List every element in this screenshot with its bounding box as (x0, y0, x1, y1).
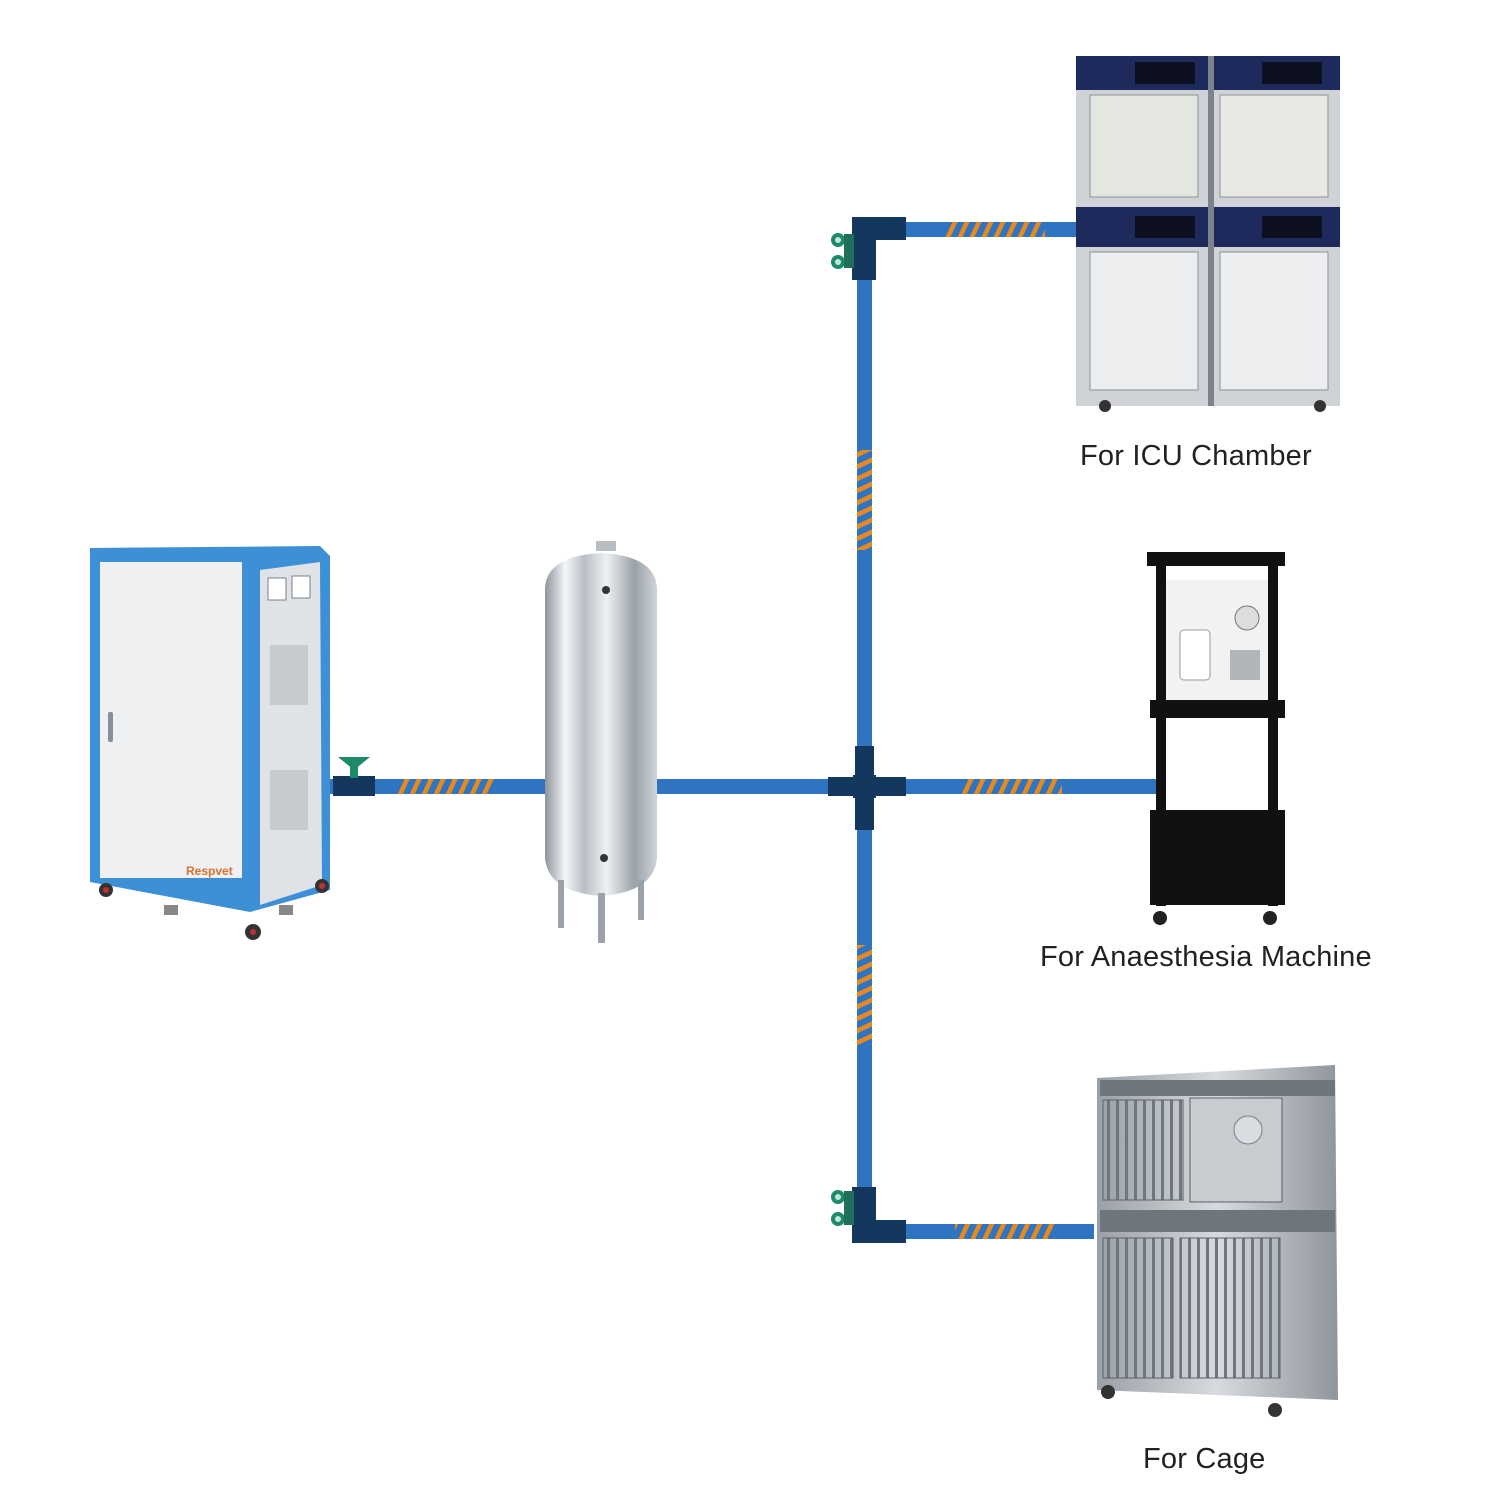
cross-joint (853, 775, 876, 798)
cross-joint-right (874, 777, 906, 796)
icu-chamber-icon (1076, 56, 1340, 412)
anaesthesia-machine-icon (1147, 552, 1285, 925)
generator-brand-text: Respvet (186, 864, 233, 878)
riser-stripes-lower (857, 945, 872, 1045)
branch-anaesthesia-stripes (962, 779, 1062, 794)
stainless-cage-icon (1097, 1065, 1338, 1417)
label-anaesthesia-machine: For Anaesthesia Machine (1040, 941, 1372, 973)
elbow-icu (852, 217, 906, 280)
pipe-network (330, 217, 1160, 1243)
vertical-riser-pipe (857, 225, 872, 1240)
label-icu-chamber: For ICU Chamber (1080, 440, 1312, 472)
branch-icu-stripes (945, 222, 1045, 237)
outlet-valve-cage (831, 1190, 854, 1226)
main-shutoff-valve-icon (333, 757, 375, 796)
label-cage: For Cage (1143, 1443, 1266, 1475)
branch-cage-stripes (955, 1224, 1055, 1239)
riser-stripes-upper (857, 450, 872, 550)
cross-joint-bottom (855, 796, 874, 830)
outlet-valve-icu (831, 233, 854, 269)
main-pipe-stripes-1 (398, 779, 494, 794)
stainless-buffer-tank-icon (545, 541, 657, 943)
oxygen-generator-icon: Respvet (90, 546, 330, 940)
main-pipe (330, 779, 1160, 794)
elbow-cage (852, 1187, 906, 1243)
cross-joint-top (855, 746, 874, 778)
cross-joint-left (828, 777, 856, 796)
